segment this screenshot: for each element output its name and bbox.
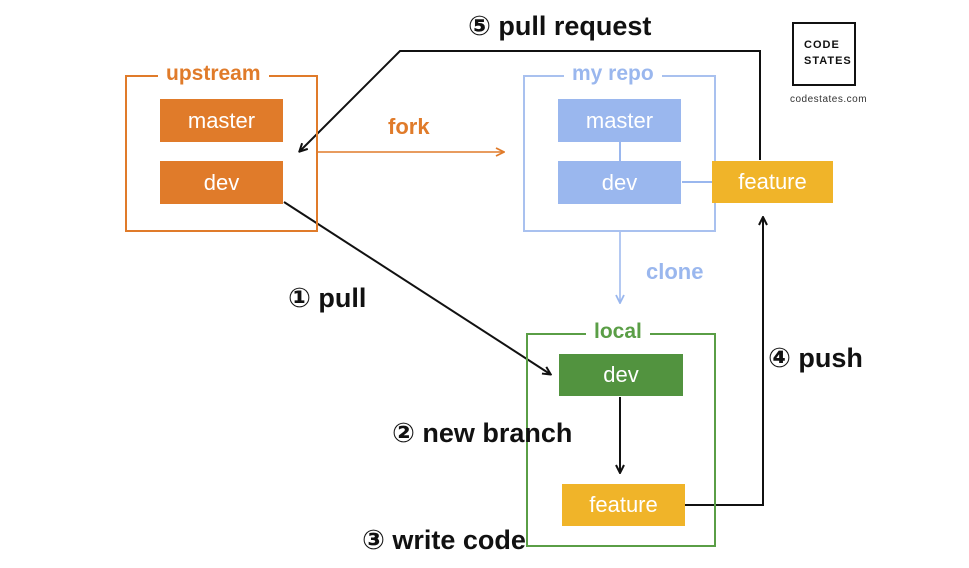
- upstream-master-branch: master: [160, 99, 283, 142]
- upstream-title: upstream: [158, 62, 269, 86]
- local-dev-branch: dev: [559, 354, 683, 396]
- new-branch-label: ② new branch: [392, 418, 573, 448]
- push-label: ④ push: [768, 343, 863, 373]
- local-feature-branch: feature: [562, 484, 685, 526]
- push-arrow: [685, 218, 763, 506]
- local-title: local: [586, 320, 650, 344]
- myrepo-master-branch: master: [558, 99, 681, 142]
- pull-arrow: [283, 201, 550, 374]
- clone-label: clone: [646, 259, 704, 284]
- write-code-label: ③ write code: [362, 525, 526, 555]
- myrepo-title: my repo: [564, 62, 662, 86]
- myrepo-dev-branch: dev: [558, 161, 681, 204]
- codestates-logo: CODE STATES: [792, 22, 856, 86]
- myrepo-feature-branch: feature: [712, 161, 833, 203]
- logo-caption: codestates.com: [790, 94, 868, 105]
- pull-label: ① pull: [288, 283, 367, 313]
- fork-label: fork: [388, 114, 430, 139]
- logo-line-2: STATES: [804, 55, 852, 67]
- pull-request-arrow: [300, 50, 761, 160]
- pull-request-label: ⑤ pull request: [468, 11, 652, 41]
- logo-line-1: CODE: [804, 39, 840, 51]
- upstream-dev-branch: dev: [160, 161, 283, 204]
